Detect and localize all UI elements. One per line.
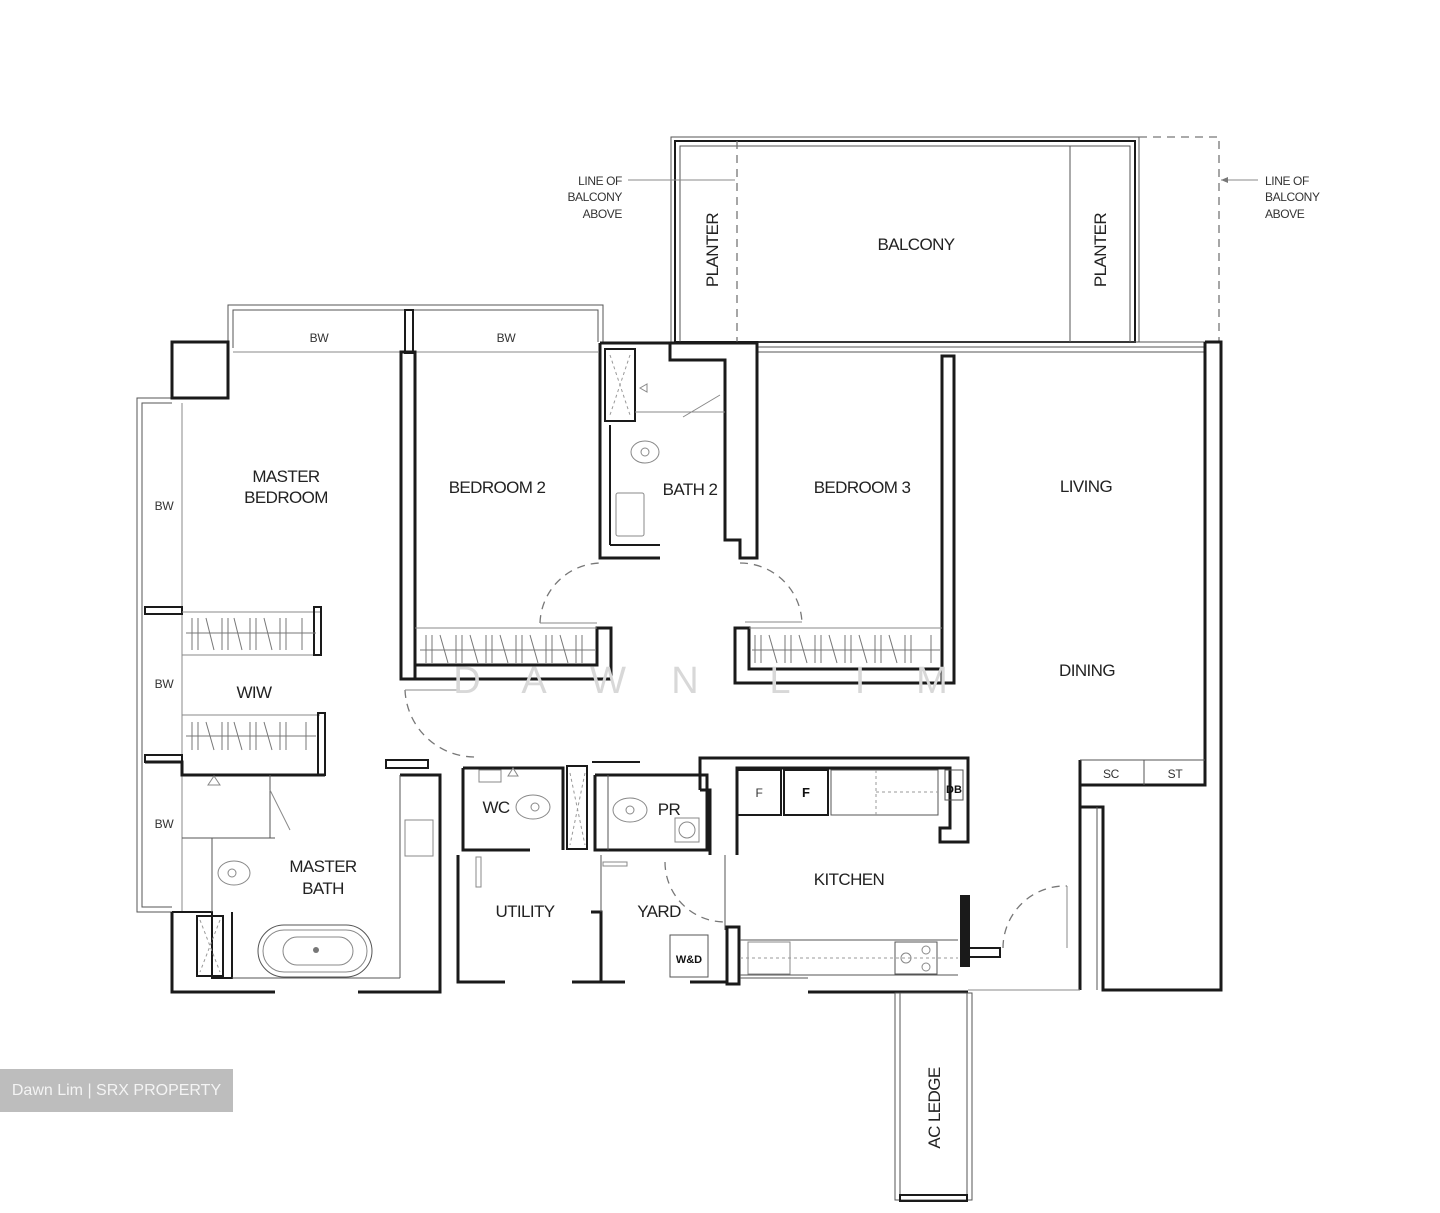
label-wiw: WIW	[236, 683, 272, 702]
label-balcony: BALCONY	[877, 235, 954, 254]
label-master-bath-2: BATH	[302, 879, 344, 898]
wardrobe-bedroom2	[425, 634, 583, 664]
label-sc: SC	[1103, 767, 1120, 781]
label-bedroom2: BEDROOM 2	[449, 478, 546, 497]
bathtub	[257, 924, 373, 978]
svg-text:A: A	[521, 660, 547, 702]
window-strip-top	[757, 341, 1205, 353]
tap-bath2	[638, 383, 648, 393]
label-washer-dryer: W&D	[676, 954, 702, 966]
fixtures	[196, 354, 1205, 978]
label-bedroom3: BEDROOM 3	[814, 478, 911, 497]
label-master-bedroom-1: MASTER	[252, 467, 320, 486]
label-kitchen: KITCHEN	[814, 870, 884, 889]
svg-text:W: W	[590, 660, 626, 702]
watermark: D A W N L I M	[453, 660, 948, 702]
toilet-master	[217, 860, 251, 886]
bay-window-top	[227, 304, 604, 354]
label-fridge-2: F	[802, 785, 810, 800]
label-yard: YARD	[637, 902, 681, 921]
label-st: ST	[1168, 767, 1184, 781]
door-swings	[269, 394, 1068, 949]
toilet-wc	[515, 794, 551, 820]
column	[170, 340, 230, 400]
label-bw-top-left: BW	[310, 331, 330, 345]
toilet-bath2	[630, 440, 660, 464]
svg-text:N: N	[671, 660, 698, 702]
label-bw-top-right: BW	[497, 331, 517, 345]
door-bedroom2	[539, 562, 601, 624]
svg-text:BALCONY: BALCONY	[1265, 190, 1320, 204]
washer-dryer	[669, 934, 709, 978]
label-bw-left-3: BW	[155, 817, 175, 831]
svg-text:ABOVE: ABOVE	[1265, 207, 1305, 221]
label-living: LIVING	[1060, 477, 1112, 496]
wardrobe-hatching	[186, 617, 942, 751]
shower-wc	[569, 772, 586, 846]
wardrobe-bedroom3	[754, 634, 932, 664]
svg-text:I: I	[855, 660, 866, 702]
label-bw-left-2: BW	[155, 677, 175, 691]
line-of-balcony-right	[1139, 136, 1220, 342]
fridge-1	[736, 769, 782, 816]
db-box	[944, 769, 964, 801]
note-line-of-balcony-right: LINE OF BALCONY ABOVE	[1221, 174, 1320, 221]
label-dining: DINING	[1059, 661, 1115, 680]
label-master-bath-1: MASTER	[289, 857, 357, 876]
label-fridge-1: F	[755, 786, 762, 800]
label-ac-ledge: AC LEDGE	[925, 1067, 944, 1148]
door-bedroom3	[739, 562, 803, 624]
ac-ledge	[894, 992, 973, 1202]
door-main-entrance	[1002, 885, 1068, 949]
label-planter-left: PLANTER	[703, 213, 722, 288]
door-master-bath	[269, 789, 291, 831]
label-pr: PR	[658, 800, 681, 819]
svg-text:D: D	[453, 660, 480, 702]
walls	[145, 340, 1223, 994]
basin-pr	[674, 817, 700, 843]
door-yard	[664, 861, 726, 923]
bay-window-left	[136, 397, 183, 913]
room-labels: BALCONY PLANTER PLANTER MASTER BEDROOM B…	[236, 213, 1115, 1149]
credit-text: Dawn Lim | SRX PROPERTY	[11, 1081, 222, 1099]
label-bw-left-1: BW	[155, 499, 175, 513]
door-bath2	[682, 394, 721, 418]
note-line-of-balcony-left: LINE OF BALCONY ABOVE	[567, 174, 735, 221]
credit-badge: Dawn Lim | SRX PROPERTY	[0, 1069, 233, 1112]
svg-text:L: L	[769, 660, 790, 702]
svg-text:LINE OF: LINE OF	[578, 174, 622, 188]
fixture-labels: BW BW BW BW BW SC ST F F DB W&D	[155, 331, 1184, 966]
shower-master	[196, 915, 224, 977]
hob	[894, 941, 938, 975]
wardrobe-master-bottom	[191, 721, 307, 751]
label-utility: UTILITY	[495, 902, 554, 921]
label-db: DB	[946, 784, 962, 796]
label-planter-right: PLANTER	[1091, 213, 1110, 288]
vanity-master	[404, 819, 434, 857]
shower-bath2	[609, 354, 631, 416]
wardrobe-master-top	[191, 617, 303, 651]
svg-text:BALCONY: BALCONY	[567, 190, 622, 204]
fridge-2	[783, 769, 829, 816]
svg-text:M: M	[916, 660, 948, 702]
vanity-bath2	[615, 492, 645, 537]
label-wc: WC	[482, 798, 509, 817]
label-master-bedroom-2: BEDROOM	[244, 488, 328, 507]
svg-text:ABOVE: ABOVE	[583, 207, 623, 221]
svg-text:LINE OF: LINE OF	[1265, 174, 1309, 188]
label-bath2: BATH 2	[663, 480, 718, 499]
toilet-pr	[612, 797, 648, 823]
